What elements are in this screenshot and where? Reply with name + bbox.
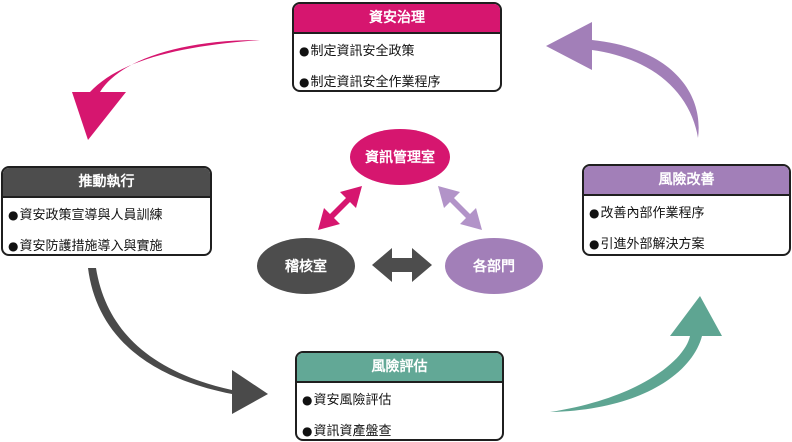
- governance-item: ●制定資訊安全政策: [299, 44, 415, 59]
- departments-label: 各部門: [472, 258, 515, 275]
- cycle-arrow-assessment-to-improvement: [550, 296, 722, 412]
- cycle-arrow-governance-to-execution: [72, 40, 260, 140]
- double-arrow-info-audit: [318, 186, 362, 230]
- execution-title: 推動執行: [3, 168, 210, 198]
- improvement-item: ●改善內部作業程序: [589, 206, 705, 221]
- double-arrow-audit-departments: [372, 248, 432, 282]
- assessment-list: ●資安風險評估 ●資訊資產盤查: [297, 383, 502, 439]
- assessment-box: 風險評估 ●資安風險評估 ●資訊資產盤查: [295, 351, 504, 441]
- governance-list: ●制定資訊安全政策 ●制定資訊安全作業程序: [294, 34, 500, 90]
- info-office-ellipse: [350, 129, 450, 185]
- improvement-title: 風險改善: [584, 166, 789, 196]
- execution-item: ●資安政策宣導與人員訓練: [8, 208, 163, 223]
- governance-item: ●制定資訊安全作業程序: [299, 75, 441, 90]
- governance-box: 資安治理 ●制定資訊安全政策 ●制定資訊安全作業程序: [292, 2, 502, 92]
- bullet-icon: ●: [8, 208, 19, 222]
- improvement-item: ●引進外部解決方案: [589, 237, 705, 252]
- cycle-arrow-execution-to-assessment: [88, 268, 268, 414]
- info-office-label: 資訊管理室: [365, 149, 435, 166]
- improvement-list: ●改善內部作業程序 ●引進外部解決方案: [584, 196, 789, 254]
- execution-item: ●資安防護措施導入與實施: [8, 239, 163, 254]
- audit-office-label: 稽核室: [285, 258, 327, 275]
- bullet-icon: ●: [8, 239, 19, 253]
- assessment-title: 風險評估: [297, 353, 502, 383]
- bullet-icon: ●: [299, 75, 310, 89]
- execution-list: ●資安政策宣導與人員訓練 ●資安防護措施導入與實施: [3, 198, 210, 254]
- bullet-icon: ●: [302, 393, 313, 407]
- double-arrow-info-departments: [438, 186, 482, 230]
- bullet-icon: ●: [589, 237, 600, 251]
- assessment-item: ●資訊資產盤查: [302, 424, 392, 439]
- bullet-icon: ●: [299, 44, 310, 58]
- departments-ellipse: [445, 238, 543, 294]
- audit-office-ellipse: [257, 238, 355, 294]
- assessment-item: ●資安風險評估: [302, 393, 392, 408]
- bullet-icon: ●: [589, 206, 600, 220]
- execution-box: 推動執行 ●資安政策宣導與人員訓練 ●資安防護措施導入與實施: [1, 166, 212, 256]
- bullet-icon: ●: [302, 424, 313, 438]
- governance-title: 資安治理: [294, 4, 500, 34]
- improvement-box: 風險改善 ●改善內部作業程序 ●引進外部解決方案: [582, 164, 791, 256]
- cycle-arrow-improvement-to-governance: [546, 22, 699, 138]
